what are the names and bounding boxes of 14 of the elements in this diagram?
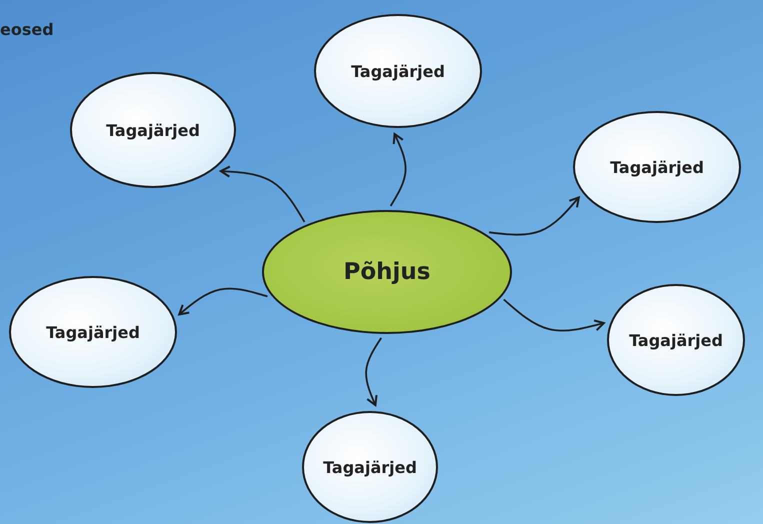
curved-arrow [220, 166, 306, 222]
effect-text: Tagajärjed [629, 330, 723, 350]
cause-text: Põhjus [344, 259, 430, 285]
curved-arrow [178, 288, 268, 316]
effect-text: Tagajärjed [46, 322, 140, 342]
heading-fragment: eosed [0, 20, 54, 39]
effect-text: Tagajärjed [323, 458, 417, 476]
curved-arrow [488, 196, 580, 236]
effect-text: Tagajärjed [610, 158, 704, 176]
curved-arrow [390, 132, 406, 206]
effect-text: Tagajärjed [106, 120, 200, 140]
effect-text: Tagajärjed [351, 62, 445, 80]
curved-arrow [503, 298, 605, 332]
curved-arrow [365, 337, 382, 406]
